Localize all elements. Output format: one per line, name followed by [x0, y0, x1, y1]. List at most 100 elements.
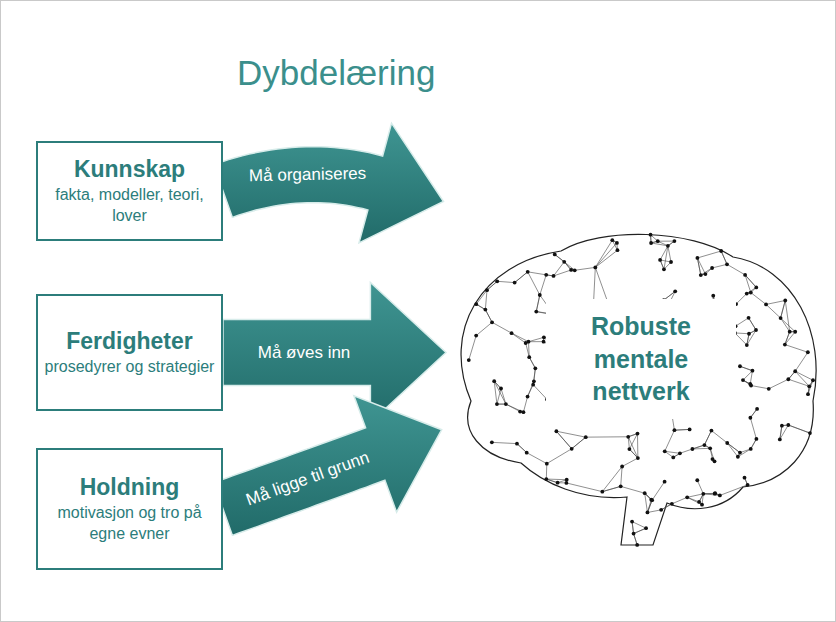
- mesh-line: [720, 485, 748, 496]
- mesh-dot: [504, 402, 508, 406]
- mesh-line: [712, 264, 727, 268]
- mesh-line: [740, 366, 752, 370]
- mesh-line: [697, 258, 700, 275]
- mesh-line: [704, 431, 711, 446]
- mesh-dot: [749, 291, 753, 295]
- mesh-dot: [688, 428, 692, 432]
- mesh-dot: [708, 446, 712, 450]
- mesh-dot: [552, 274, 556, 278]
- mesh-line: [637, 434, 638, 458]
- mesh-line: [536, 295, 540, 312]
- mesh-line: [780, 426, 782, 440]
- mesh-line: [628, 437, 638, 458]
- mesh-dot: [495, 279, 499, 283]
- mesh-dot: [779, 316, 783, 320]
- mesh-line: [751, 386, 769, 389]
- mesh-dot: [474, 334, 478, 338]
- mesh-dot: [767, 387, 771, 391]
- mesh-line: [664, 246, 668, 269]
- mesh-dot: [643, 491, 647, 495]
- mesh-dot: [786, 423, 790, 427]
- mesh-dot: [649, 233, 653, 237]
- mesh-dot: [786, 377, 790, 381]
- mesh-line: [602, 486, 620, 491]
- mesh-dot: [811, 378, 815, 382]
- mesh-line: [634, 528, 646, 533]
- mesh-line: [564, 262, 575, 270]
- mesh-dot: [626, 435, 630, 439]
- mesh-dot: [632, 532, 636, 536]
- mesh-dot: [518, 410, 522, 414]
- mesh-line: [497, 389, 501, 405]
- mesh-dot: [755, 407, 759, 411]
- mesh-dot: [725, 262, 729, 266]
- mesh-line: [554, 270, 572, 276]
- mesh-dot: [806, 350, 810, 354]
- mesh-line: [512, 333, 529, 342]
- mesh-dot: [741, 378, 745, 382]
- mesh-dot: [662, 267, 666, 271]
- mesh-dot: [783, 343, 787, 347]
- mesh-line: [595, 243, 617, 268]
- mesh-dot: [545, 462, 549, 466]
- center-box: Robuste mentale nettverk: [546, 299, 736, 419]
- mesh-dot: [492, 379, 496, 383]
- mesh-dot: [754, 328, 758, 332]
- mesh-dot: [713, 491, 717, 495]
- mesh-line: [515, 272, 528, 283]
- mesh-line: [687, 497, 702, 504]
- mesh-line: [476, 290, 487, 304]
- mesh-line: [647, 510, 661, 513]
- mesh-dot: [663, 449, 667, 453]
- mesh-dot: [616, 248, 620, 252]
- mesh-dot: [783, 299, 787, 303]
- mesh-line: [572, 437, 586, 449]
- mesh-line: [736, 294, 747, 304]
- mesh-line: [674, 429, 689, 431]
- mesh-dot: [644, 526, 648, 530]
- mesh-line: [668, 246, 671, 262]
- mesh-dot: [636, 432, 640, 436]
- box-body: motivasjon og tro på egne evner: [44, 503, 215, 545]
- mesh-line: [704, 431, 711, 446]
- mesh-line: [469, 336, 476, 360]
- mesh-line: [785, 300, 789, 331]
- mesh-dot: [743, 476, 747, 480]
- mesh-line: [766, 300, 785, 304]
- mesh-dot: [699, 273, 703, 277]
- mesh-dot: [495, 402, 499, 406]
- mesh-line: [738, 449, 751, 457]
- mesh-dot: [526, 395, 530, 399]
- mesh-dot: [649, 498, 653, 502]
- mesh-dot: [569, 268, 573, 272]
- mesh-line: [595, 240, 612, 267]
- mesh-line: [485, 290, 487, 309]
- mesh-line: [528, 272, 546, 275]
- mesh-line: [602, 486, 620, 491]
- mesh-line: [781, 300, 786, 318]
- mesh-dot: [710, 266, 714, 270]
- mesh-dot: [499, 387, 503, 391]
- mesh-dot: [658, 258, 662, 262]
- mesh-dot: [619, 484, 623, 488]
- mesh-line: [749, 318, 756, 330]
- mesh-line: [647, 500, 651, 513]
- mesh-line: [721, 251, 727, 264]
- mesh-line: [540, 275, 546, 295]
- mesh-dot: [746, 483, 750, 487]
- mesh-dot: [751, 369, 755, 373]
- mesh-line: [546, 464, 547, 479]
- mesh-dot: [695, 478, 699, 482]
- box-heading: Robuste mentale nettverk: [576, 310, 706, 408]
- mesh-dot: [725, 441, 729, 445]
- mesh-line: [687, 494, 703, 498]
- mesh-line: [523, 397, 527, 413]
- mesh-line: [785, 332, 790, 345]
- mesh-line: [751, 293, 766, 305]
- mesh-line: [788, 425, 810, 433]
- mesh-line: [692, 448, 710, 450]
- mesh-line: [747, 330, 756, 345]
- mesh-dot: [704, 272, 708, 276]
- mesh-line: [749, 318, 756, 330]
- mesh-line: [727, 443, 740, 453]
